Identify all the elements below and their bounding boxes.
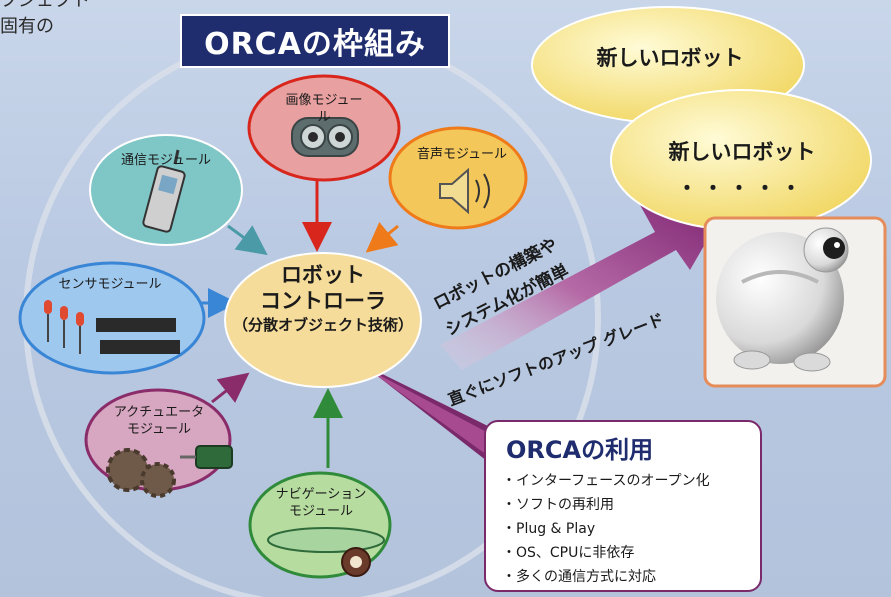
wheel-platform-icon xyxy=(267,527,385,577)
audio-module-label: 音声モジュール xyxy=(416,147,508,162)
usage-title: ORCAの利用 xyxy=(506,436,654,464)
usage-item: ・Plug & Play xyxy=(502,521,596,537)
audio-module-connector xyxy=(365,221,399,253)
mobile-phone-icon xyxy=(142,149,186,233)
new-robot-ellipsis: ・・・・・ xyxy=(677,176,807,200)
camera-icon xyxy=(291,117,359,157)
new-robot-label-back: 新しいロボット xyxy=(596,46,744,70)
comm-module-label: 通信モジュール xyxy=(120,153,212,168)
usage-item: ・インターフェースのオープン化 xyxy=(502,473,710,489)
controller-line1: ロボット xyxy=(281,263,365,287)
actuator-label-line1: アクチュエータ xyxy=(113,405,205,420)
comm-module-connector xyxy=(227,224,268,256)
gear-motor-icon xyxy=(106,445,233,498)
new-robot-label-front: 新しいロボット xyxy=(668,140,816,164)
navigation-label-line2: モジュール xyxy=(288,504,354,519)
sensor-module-label: センサモジュール xyxy=(58,277,162,292)
actuator-module-connector xyxy=(211,372,250,404)
usage-item: ・OS、CPUに非依存 xyxy=(502,545,635,561)
usage-item: ・多くの通信方式に対応 xyxy=(502,569,656,585)
usage-callout-pointer xyxy=(362,364,496,468)
orca-usage-box: ORCAの利用 ・インターフェースのオープン化 ・ソフトの再利用 ・Plug &… xyxy=(484,420,762,592)
controller-line2: コントローラ xyxy=(260,289,386,313)
corner-cropped-text: ブジェクト 固有の xyxy=(0,0,90,40)
corner-text-line1: ブジェクト xyxy=(0,0,90,11)
usage-item: ・ソフトの再利用 xyxy=(502,497,614,513)
page-title: ORCAの枠組み xyxy=(180,14,450,68)
upgrade-arrow xyxy=(440,192,735,370)
image-module-label: 画像モジュール xyxy=(285,93,363,125)
sensor-components-icon xyxy=(44,300,180,354)
speaker-icon xyxy=(439,167,490,215)
robot-controller-bubble xyxy=(224,252,422,388)
actuator-module-label: アクチュエータ モジュール xyxy=(104,404,214,438)
robot-controller-label: ロボット コントローラ （分散オブジェクト技術） xyxy=(225,262,421,336)
controller-line3: （分散オブジェクト技術） xyxy=(232,316,413,334)
robot-photo xyxy=(703,216,887,388)
navigation-module-label: ナビゲーション モジュール xyxy=(266,486,376,520)
corner-text-line2: 固有の xyxy=(0,16,54,37)
actuator-label-line2: モジュール xyxy=(126,422,192,437)
navigation-label-line1: ナビゲーション xyxy=(275,487,367,502)
